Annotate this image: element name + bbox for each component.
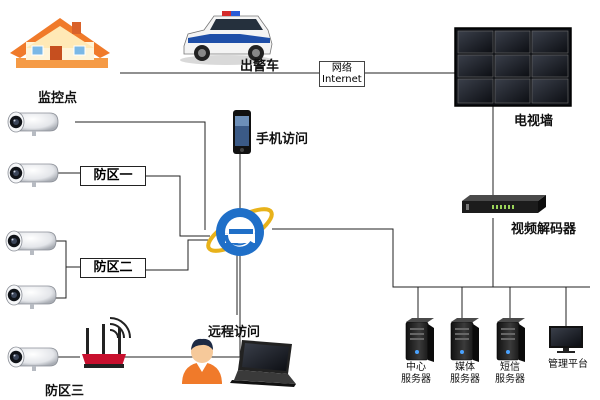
server-tower-icon-center <box>405 317 435 363</box>
mobile-access-label: 手机访问 <box>256 132 309 147</box>
remote-access-label: 远程访问 <box>208 325 261 340</box>
link-zone2-ie <box>145 239 210 271</box>
zone-two-box: 防区二 <box>80 258 146 278</box>
connection-lines <box>48 72 590 358</box>
media-server-label: 媒体 服务器 <box>450 362 480 385</box>
zone-one-box: 防区一 <box>80 166 146 186</box>
center-server-label: 中心 服务器 <box>401 362 431 385</box>
video-wall-label: 电视墙 <box>514 114 554 129</box>
internet-explorer-icon <box>206 207 274 256</box>
user-icon <box>182 338 222 384</box>
zone-three-label: 防区三 <box>45 384 85 399</box>
sms-server-label: 短信 服务器 <box>495 362 525 385</box>
bullet-camera-icon-2 <box>7 162 59 188</box>
monitoring-point-label: 监控点 <box>38 91 78 106</box>
house-icon <box>10 18 110 68</box>
smartphone-icon <box>233 110 251 154</box>
server-tower-icon-sms <box>496 317 526 363</box>
server-tower-icon-media <box>450 317 480 363</box>
video-decoder-icon <box>462 195 546 213</box>
link-camera-1 <box>75 121 206 230</box>
network-label-line1: 网络 <box>331 63 352 74</box>
wireless-router-icon <box>82 317 131 368</box>
video-wall-icon <box>454 27 572 107</box>
internet-node: 网络 Internet <box>319 61 365 87</box>
link-zone1-ie <box>145 175 210 237</box>
video-decoder-label: 视频解码器 <box>511 222 577 237</box>
laptop-icon <box>230 340 296 387</box>
management-platform-label: 管理平台 <box>548 359 588 370</box>
police-car-icon <box>180 11 273 65</box>
bullet-camera-icon-1 <box>7 111 59 137</box>
link-ie-backbone <box>272 228 590 288</box>
police-car-label: 出警车 <box>240 59 280 74</box>
bullet-camera-icon-5 <box>7 346 59 372</box>
network-label-line2: Internet <box>322 74 362 85</box>
bullet-camera-icon-4 <box>5 284 57 310</box>
link-cameras-3-4 <box>48 240 67 299</box>
monitor-icon <box>549 326 583 353</box>
bullet-camera-icon-3 <box>5 230 57 256</box>
